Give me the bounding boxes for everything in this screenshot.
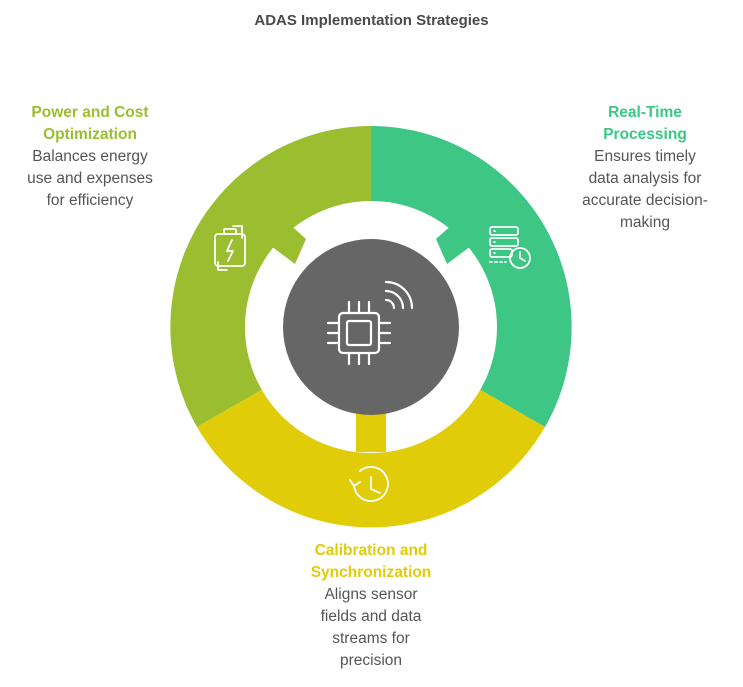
calibration-title: Calibration and Synchronization — [310, 542, 432, 581]
connector-calibration — [356, 412, 386, 452]
connector-power — [271, 222, 306, 264]
clock-history-icon — [349, 466, 389, 502]
label-real-time: Real-Time Processing Ensures timely data… — [560, 102, 730, 234]
label-calibration: Calibration and Synchronization Aligns s… — [276, 540, 466, 672]
power-description: Balances energy use and expenses for eff… — [27, 148, 153, 209]
power-title: Power and Cost Optimization — [31, 104, 149, 143]
realtime-title: Real-Time Processing — [603, 104, 687, 143]
realtime-description: Ensures timely data analysis for accurat… — [582, 148, 708, 231]
calibration-description: Aligns sensor fields and data streams fo… — [320, 586, 422, 669]
server-clock-icon — [489, 226, 531, 269]
battery-charging-icon — [214, 225, 246, 271]
label-power-cost: Power and Cost Optimization Balances ene… — [10, 102, 170, 212]
page-title: ADAS Implementation Strategies — [254, 12, 489, 29]
connector-realtime — [436, 222, 471, 264]
wireless-chip-icon — [326, 280, 414, 366]
